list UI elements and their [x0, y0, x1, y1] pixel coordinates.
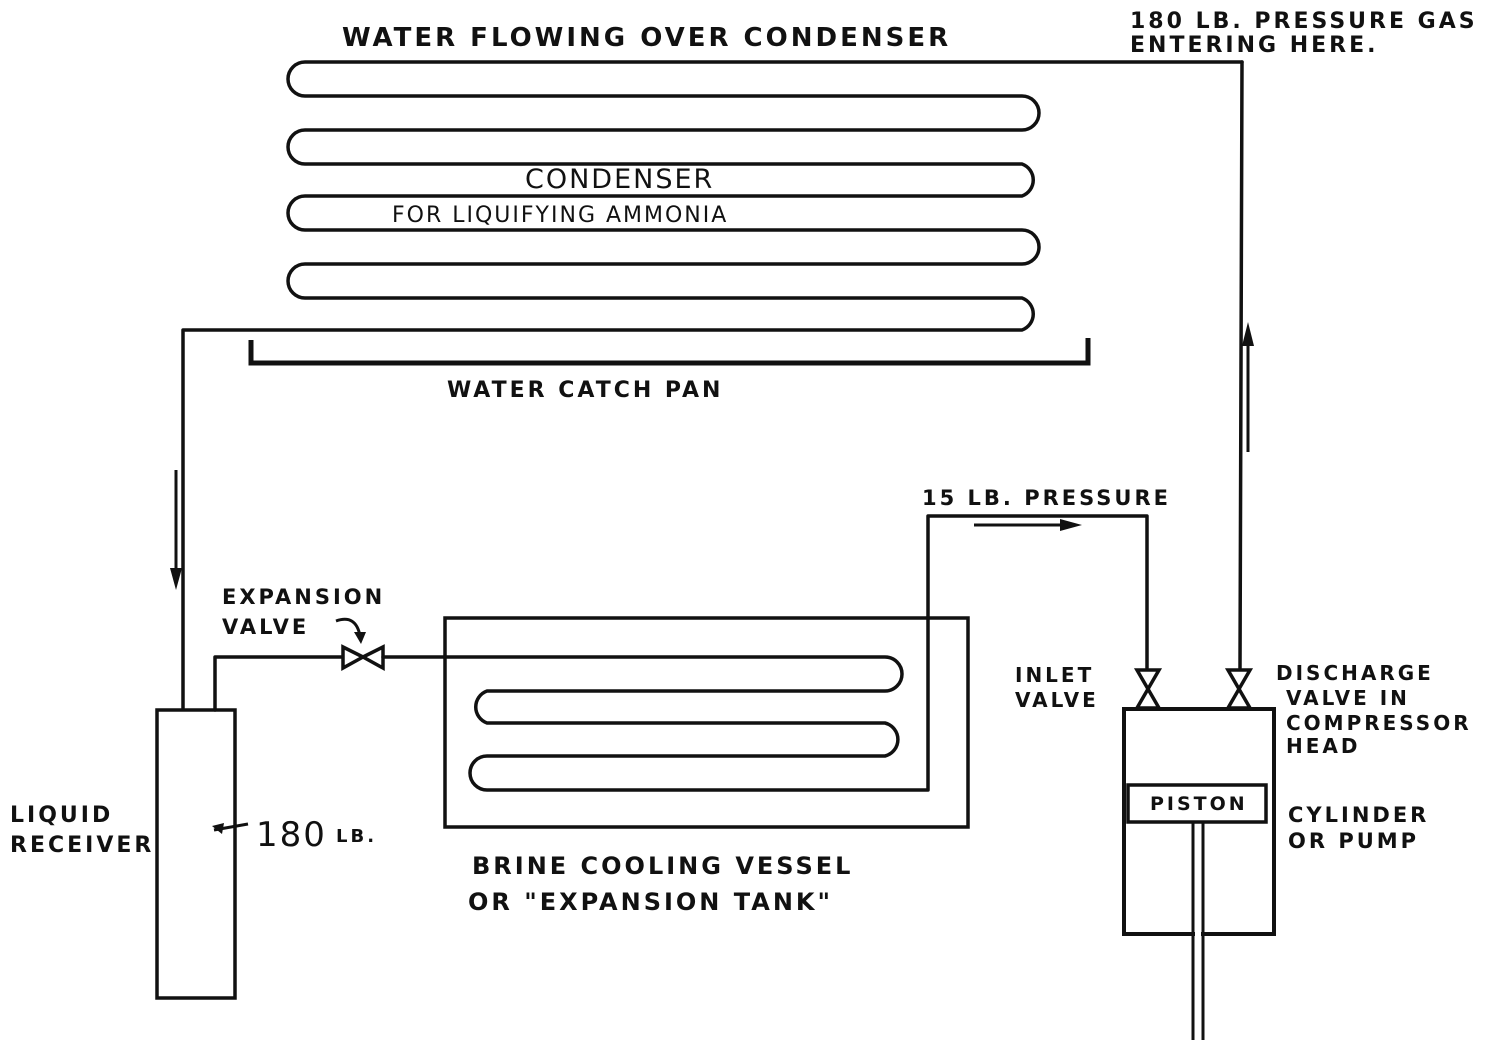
inlet-valve-label-line1: INLET — [1015, 663, 1094, 687]
condenser-coil — [181, 60, 1244, 710]
expansion-valve-label-line2: VALVE — [222, 615, 309, 639]
catch-pan-label: WATER CATCH PAN — [447, 378, 723, 403]
discharge-pipe — [1238, 60, 1244, 670]
water-flowing-label: WATER FLOWING OVER CONDENSER — [342, 23, 951, 53]
catch-pan-shape — [248, 338, 1091, 366]
right-flow-arrow-icon — [974, 519, 1082, 531]
gas-entering-label-line1: 180 LB. PRESSURE GAS — [1130, 9, 1478, 34]
liquid-receiver-label-line1: LIQUID — [10, 803, 113, 828]
brine-label-line1: BRINE COOLING VESSEL — [472, 852, 853, 880]
up-flow-arrow-icon — [1242, 322, 1254, 452]
valve-right-triangle — [359, 644, 385, 671]
discharge-label-line3: COMPRESSOR — [1286, 711, 1472, 735]
cylinder-label-line2: OR PUMP — [1288, 829, 1419, 853]
water-catch-pan — [248, 338, 1091, 366]
condenser-pipe — [181, 60, 1244, 710]
condenser-sub-label: FOR LIQUIFYING AMMONIA — [392, 203, 728, 228]
receiver-pressure-unit: LB. — [336, 826, 377, 847]
discharge-valve — [1224, 668, 1254, 710]
piston — [1126, 783, 1268, 824]
expansion-valve-pointer-icon — [335, 617, 366, 644]
inlet-valve-label-line2: VALVE — [1015, 688, 1099, 712]
expansion-valve-label-line1: EXPANSION — [222, 585, 385, 609]
receiver-pressure-value: 180 — [256, 815, 327, 855]
discharge-label-line1: DISCHARGE — [1276, 661, 1434, 685]
gas-entering-label-line2: ENTERING HERE. — [1130, 33, 1379, 58]
low-pressure-label: 15 LB. PRESSURE — [922, 486, 1171, 510]
cylinder-label-line1: CYLINDER — [1288, 803, 1429, 827]
discharge-label-line4: HEAD — [1286, 734, 1360, 758]
brine-cooling-vessel — [443, 616, 970, 829]
down-flow-arrow-icon — [170, 470, 182, 590]
liquid-receiver-label-line2: RECEIVER — [10, 833, 154, 858]
discharge-label-line2: VALVE IN — [1286, 686, 1410, 710]
discharge-valve-top — [1224, 668, 1254, 693]
receiver-pressure-pointer-icon — [212, 822, 249, 834]
liquid-receiver — [155, 708, 237, 1000]
receiver-outlet-pipe — [213, 655, 345, 712]
inlet-valve-top — [1133, 668, 1163, 693]
inlet-valve — [1133, 668, 1163, 710]
valve-left-triangle — [341, 644, 367, 671]
brine-label-line2: OR "EXPANSION TANK" — [468, 888, 833, 916]
condenser-label: CONDENSER — [525, 164, 714, 195]
inlet-valve-bottom — [1133, 685, 1163, 710]
discharge-valve-bottom — [1224, 685, 1254, 710]
piston-label: PISTON — [1150, 793, 1248, 815]
expansion-valve — [341, 644, 385, 671]
rod-gap — [1195, 925, 1201, 937]
brine-coil-pipe — [381, 514, 1149, 792]
